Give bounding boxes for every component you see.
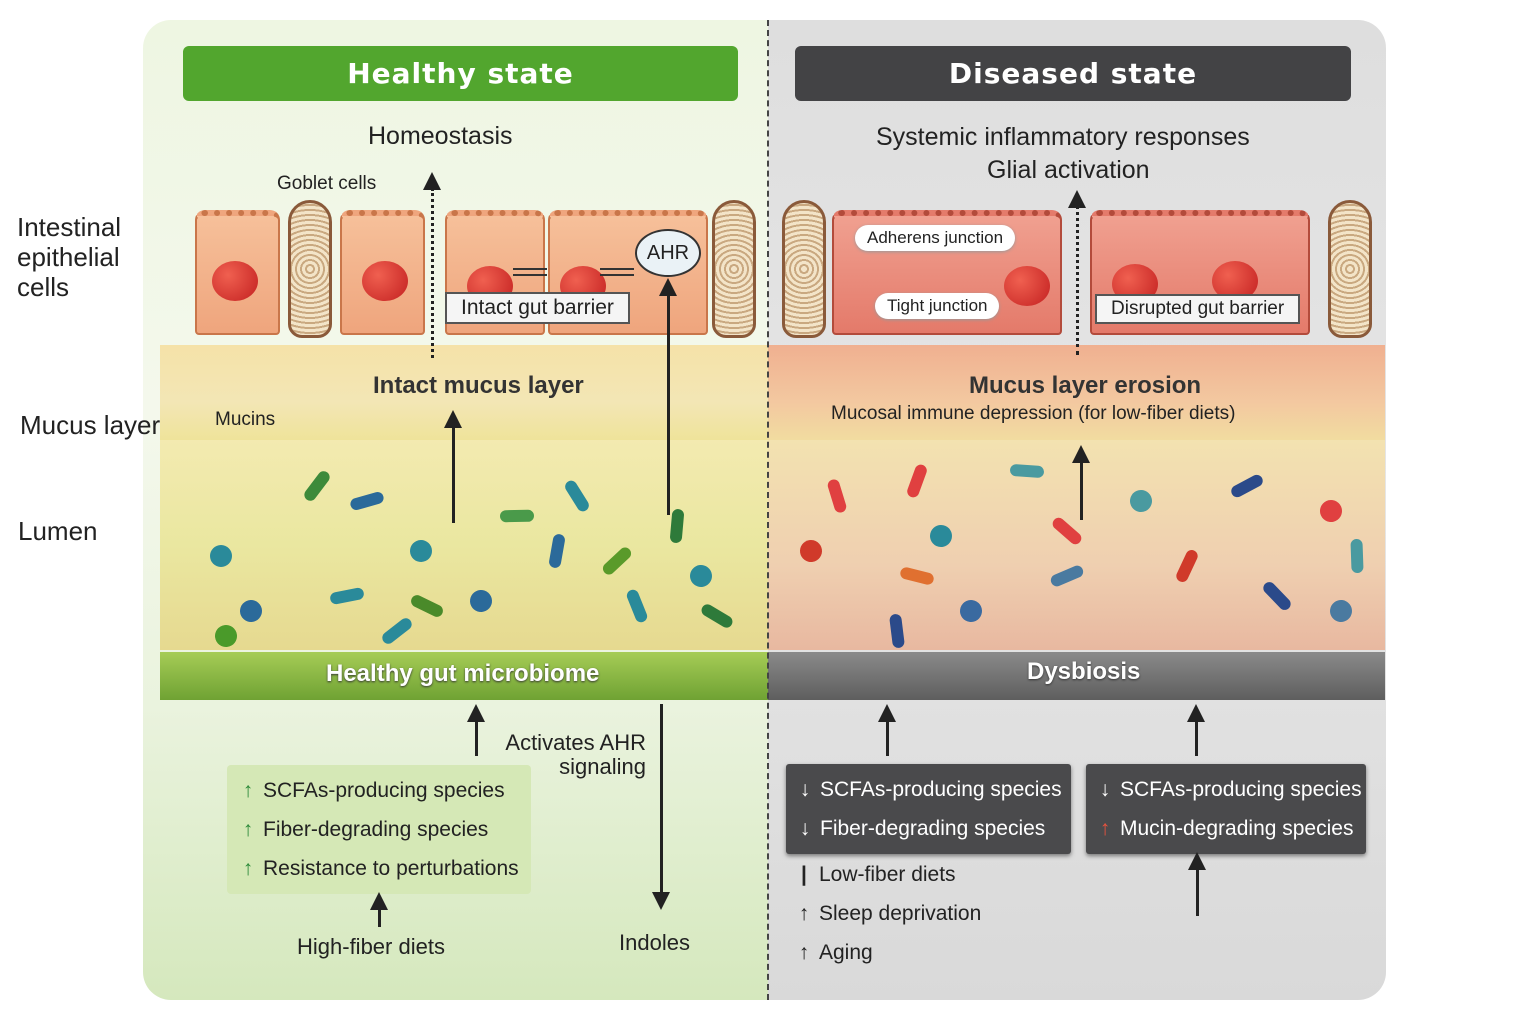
arrow-down-icon: ↓	[1099, 778, 1111, 801]
diseased-state-header: Diseased state	[795, 46, 1351, 101]
arrow-up-icon	[1187, 704, 1205, 722]
tight-junction-label: Tight junction	[875, 293, 1000, 319]
arrow-to-mucin-box	[1196, 866, 1199, 916]
arrow-to-dysbiosis	[886, 718, 889, 756]
lumen-diseased	[768, 440, 1385, 650]
arrow-to-dysbiosis	[1195, 718, 1198, 756]
indoles-arrow	[660, 704, 663, 894]
arrow-up-icon: ↑	[798, 941, 810, 964]
effect-text: Sleep deprivation	[819, 902, 982, 925]
ahr-receptor: AHR	[635, 229, 701, 277]
systemic-inflammation-label: Systemic inflammatory responses	[876, 123, 1250, 151]
diseased-effects-box-2: ↓ SCFAs-producing species ↑ Mucin-degrading…	[1086, 764, 1366, 854]
goblet-cell	[712, 200, 756, 338]
effect-item: ↑ Resistance to perturbations	[239, 849, 519, 888]
goblet-cell	[288, 200, 332, 338]
arrow-up-icon	[1072, 445, 1090, 463]
dotted-arrow-inflammation	[1076, 205, 1079, 355]
mucus-layer-diseased	[768, 345, 1385, 440]
healthy-state-header: Healthy state	[183, 46, 738, 101]
mucosal-immune-depression-label: Mucosal immune depression (for low-fiber…	[831, 403, 1236, 424]
mucus-erosion-label: Mucus layer erosion	[969, 372, 1202, 399]
effect-text: Aging	[819, 941, 873, 964]
divider-line	[767, 20, 769, 1000]
label-lumen: Lumen	[18, 516, 98, 546]
junction-icon	[513, 268, 547, 276]
arrow-up-icon	[423, 172, 441, 190]
arrow-up-icon	[659, 278, 677, 296]
arrow-down-icon: ↓	[799, 817, 811, 840]
effect-text: Mucin-degrading species	[1120, 817, 1354, 840]
glial-activation-label: Glial activation	[987, 156, 1150, 184]
effect-item: ↓ Fiber-degrading species	[796, 809, 1061, 848]
label-intestinal-epithelial-cells: Intestinal epithelial cells	[17, 212, 122, 302]
goblet-cells-label: Goblet cells	[277, 173, 377, 194]
dysbiosis-label: Dysbiosis	[1027, 658, 1141, 685]
effect-item: ↓ SCFAs-producing species	[1096, 770, 1362, 809]
epithelial-cell	[340, 210, 425, 335]
junction-icon	[600, 268, 634, 276]
arrow-up-icon	[878, 704, 896, 722]
risk-factors-list: | Low-fiber diets ↑ Sleep deprivation ↑ Aging	[795, 855, 982, 972]
epithelial-cell	[195, 210, 280, 335]
label-mucus-layer: Mucus layer	[20, 410, 161, 440]
mucins-label: Mucins	[215, 409, 276, 430]
intact-mucus-layer-label: Intact mucus layer	[373, 372, 584, 399]
high-fiber-diets-label: High-fiber diets	[297, 934, 445, 959]
bar-icon: |	[801, 863, 807, 886]
arrow-up-icon: ↑	[242, 857, 254, 880]
diseased-effects-box-1: ↓ SCFAs-producing species ↓ Fiber-degrading…	[786, 764, 1071, 854]
effect-text: SCFAs-producing species	[263, 779, 505, 802]
arrow-up-icon	[370, 892, 388, 910]
arrow-up-icon: ↑	[1099, 817, 1111, 840]
intact-gut-barrier-label: Intact gut barrier	[445, 292, 630, 324]
microbiome-band-healthy	[160, 652, 768, 700]
bacterium-icon	[210, 545, 232, 567]
adherens-junction-label: Adherens junction	[855, 225, 1016, 251]
arrow-up-icon: ↑	[242, 779, 254, 802]
effect-text: Resistance to perturbations	[263, 857, 519, 880]
goblet-cell	[782, 200, 826, 338]
disrupted-gut-barrier-label: Disrupted gut barrier	[1095, 294, 1301, 324]
ahr-arrow	[667, 290, 670, 515]
indoles-label: Indoles	[619, 930, 690, 955]
arrow-down-icon	[652, 892, 670, 910]
erosion-arrow	[1080, 460, 1083, 520]
arrow-up-icon	[1068, 190, 1086, 208]
arrow-to-microbiome	[475, 718, 478, 756]
healthy-gut-microbiome-label: Healthy gut microbiome	[326, 660, 600, 687]
dotted-arrow-homeostasis	[431, 188, 434, 358]
arrow-up-icon	[444, 410, 462, 428]
goblet-cell	[1328, 200, 1372, 338]
bacterium-icon	[499, 509, 535, 523]
effect-item: ↑ Mucin-degrading species	[1096, 809, 1356, 848]
effect-item: ↑ Sleep deprivation	[795, 894, 982, 933]
effect-item: | Low-fiber diets	[795, 855, 981, 894]
microbiome-band-diseased	[768, 652, 1385, 700]
effect-text: SCFAs-producing species	[1120, 778, 1362, 801]
diet-arrow	[378, 905, 381, 927]
effect-text: Low-fiber diets	[819, 863, 956, 886]
effect-item: ↑ SCFAs-producing species	[239, 771, 519, 810]
activates-ahr-label: Activates AHR signaling	[505, 730, 646, 779]
arrow-down-icon: ↓	[799, 778, 811, 801]
mucus-arrow	[452, 425, 455, 523]
effect-text: SCFAs-producing species	[820, 778, 1062, 801]
arrow-up-icon	[467, 704, 485, 722]
arrow-up-icon: ↑	[242, 818, 254, 841]
effect-item: ↑ Aging	[795, 933, 981, 972]
bacterium-icon	[1350, 538, 1364, 574]
homeostasis-label: Homeostasis	[368, 122, 513, 150]
effect-text: Fiber-degrading species	[263, 818, 489, 841]
arrow-up-icon: ↑	[798, 902, 810, 925]
effect-text: Fiber-degrading species	[820, 817, 1046, 840]
effect-item: ↑ Fiber-degrading species	[239, 810, 519, 849]
healthy-microbiome-effects-box: ↑ SCFAs-producing species ↑ Fiber-degrading…	[227, 765, 531, 894]
bacterium-icon	[1009, 463, 1045, 479]
effect-item: ↓ SCFAs-producing species	[796, 770, 1062, 809]
arrow-up-icon	[1188, 852, 1206, 870]
